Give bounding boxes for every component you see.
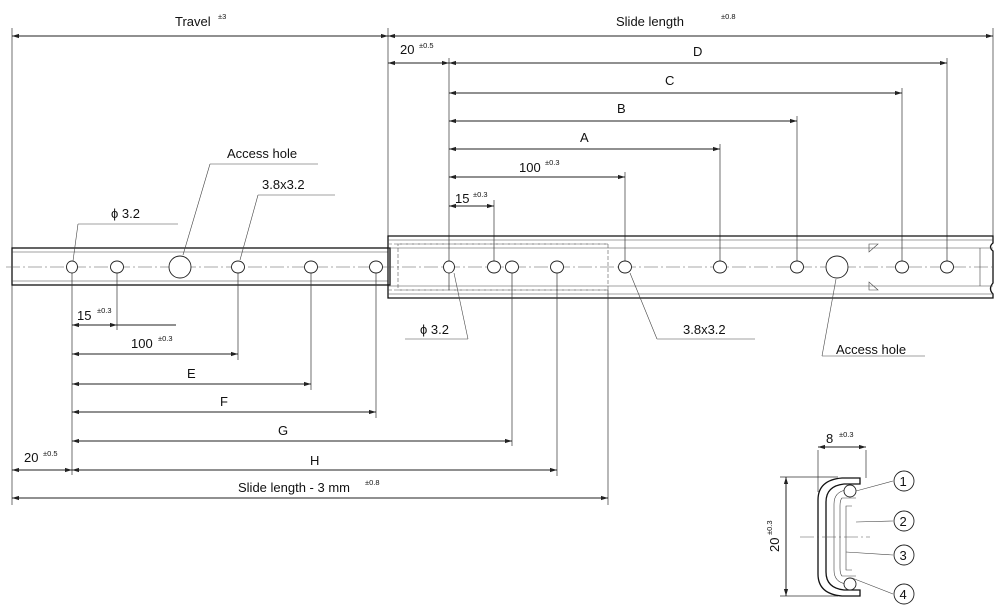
left-offset-label: 20 [24,450,38,465]
slide-length-label: Slide length [616,14,684,29]
outer-rail [387,235,994,299]
rail-holes [66,255,954,279]
balloon-1: 1 [893,470,915,492]
access-hole [168,255,192,279]
left-pitch-tolerance: ±0.3 [158,334,173,343]
travel-label: Travel [175,14,211,29]
right-slot-callout: 3.8x3.2 [629,272,755,340]
right-pitch-tolerance: ±0.3 [545,158,560,167]
section-width-tolerance: ±0.3 [839,430,854,439]
svg-text:3: 3 [900,548,907,563]
right-hole-callout: ϕ 3.2 [405,272,469,340]
mounting-hole [443,260,455,274]
access-hole [825,255,849,279]
section-width-label: 8 [826,431,833,446]
travel-tolerance: ±3 [218,12,226,21]
mounting-slot [618,260,632,274]
left-slot-callout: 3.8x3.2 [239,177,335,261]
balloon-4: 4 [893,583,915,605]
travel-dimension: Travel ±3 [11,12,389,505]
section-height-tolerance: ±0.3 [765,520,774,535]
left-hole-dimensions: 15 ±0.3 100 ±0.3 E F G H 20 ±0.5 Slide l… [12,273,609,505]
mounting-slot [895,260,909,274]
section-height-label: 20 [767,538,782,552]
left-access-hole-label: Access hole [227,146,297,161]
left-offset-tolerance: ±0.5 [43,449,58,458]
right-pitch-label: 100 [519,160,541,175]
right-hole-dimensions: 20 ±0.5 D C B A 100 ±0.3 15 ±0.3 [388,41,948,290]
mounting-slot [487,260,501,274]
bearing-ball [843,484,857,498]
dim-D-label: D [693,44,702,59]
left-first-tolerance: ±0.3 [97,306,112,315]
overall-length-label: Slide length - 3 mm [238,480,350,495]
mounting-slot [369,260,383,274]
cross-section: 8 ±0.3 20 ±0.3 1 2 3 4 [765,430,915,605]
overall-length-tolerance: ±0.8 [365,478,380,487]
left-hole-callout: ϕ 3.2 [72,206,178,262]
right-slot-label: 3.8x3.2 [683,322,726,337]
svg-text:4: 4 [900,587,907,602]
mounting-slot [940,260,954,274]
left-hole-label: ϕ 3.2 [111,206,140,221]
mounting-slot [110,260,124,274]
dim-H-label: H [310,453,319,468]
slide-length-dimension: Slide length ±0.8 [388,12,994,236]
left-pitch-label: 100 [131,336,153,351]
dim-G-label: G [278,423,288,438]
inner-rail [11,247,391,286]
slide-length-tolerance: ±0.8 [721,12,736,21]
dim-F-label: F [220,394,228,409]
mounting-slot [790,260,804,274]
dim-C-label: C [665,73,674,88]
bearing-ball [843,577,857,591]
right-offset-label: 20 [400,42,414,57]
mounting-slot [304,260,318,274]
right-offset-tolerance: ±0.5 [419,41,434,50]
svg-text:2: 2 [900,514,907,529]
right-access-hole-label: Access hole [836,342,906,357]
right-first-label: 15 [455,191,469,206]
mounting-slot [505,260,519,274]
mounting-hole [66,260,78,274]
left-first-label: 15 [77,308,91,323]
mounting-slot [713,260,727,274]
left-access-hole-callout: Access hole [182,146,318,256]
balloon-3: 3 [893,544,915,566]
svg-text:1: 1 [900,474,907,489]
left-slot-label: 3.8x3.2 [262,177,305,192]
right-access-hole-callout: Access hole [821,278,925,357]
right-hole-label: ϕ 3.2 [420,322,449,337]
right-first-tolerance: ±0.3 [473,190,488,199]
dim-B-label: B [617,101,626,116]
balloon-2: 2 [893,510,915,532]
dim-A-label: A [580,130,589,145]
mounting-slot [231,260,245,274]
mounting-slot [550,260,564,274]
dim-E-label: E [187,366,196,381]
